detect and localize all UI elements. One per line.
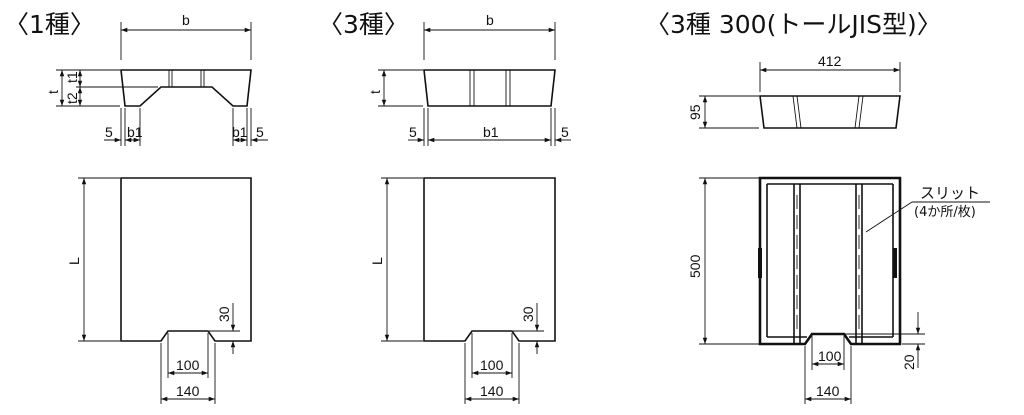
type1-140-label: 140: [176, 383, 200, 399]
type3-300-95-label: 95: [687, 104, 703, 120]
slit-right-mark: [893, 248, 897, 278]
type3-300-section-view: 412 95: [687, 53, 901, 129]
type1-5-right-label: 5: [256, 124, 264, 140]
type3-300-500-label: 500: [687, 254, 703, 278]
slit-label: スリット: [920, 184, 980, 202]
type1-t1-label: t1: [64, 71, 80, 83]
type3-100-label: 100: [480, 357, 504, 373]
type1-b1-right-label: b1: [232, 124, 248, 140]
type1-30-label: 30: [216, 306, 232, 322]
type1-100-label: 100: [176, 357, 200, 373]
type1-b-label: b: [182, 12, 190, 28]
type3-300-20-label: 20: [901, 354, 917, 370]
title-type3-300: 〈3種 300(トールJIS型)〉: [645, 10, 942, 39]
type1-plan-view: L 30 100 140: [66, 177, 252, 404]
type3-L-label: L: [369, 257, 385, 265]
type3-plan-view: L 30 100 140: [369, 177, 556, 404]
type3-30-label: 30: [520, 306, 536, 322]
type3-t-label: t: [367, 90, 383, 94]
type1-t-label: t: [45, 90, 61, 94]
title-type1: 〈1種〉: [4, 10, 95, 39]
type3-300-412-label: 412: [818, 53, 842, 69]
type3-section-view: b t 5 b1 5: [367, 12, 571, 146]
type3-b-label: b: [486, 12, 494, 28]
type1-section-view: b t t1 t2 5 b1 b1 5: [45, 12, 268, 146]
type3-300-plan-view: スリット (4か所/枚) 500 20 100 140: [687, 176, 990, 404]
type1-5-left-label: 5: [105, 124, 113, 140]
slit-note-label: (4か所/枚): [914, 205, 976, 220]
title-type3: 〈3種〉: [318, 10, 409, 39]
slit-left-mark: [758, 248, 762, 278]
type1-b1-left-label: b1: [127, 124, 143, 140]
type3-300-100-label: 100: [818, 348, 842, 364]
type3-140-label: 140: [480, 383, 504, 399]
type3-300-140-label: 140: [816, 383, 840, 399]
type1-t2-label: t2: [64, 92, 80, 104]
type3-b1-label: b1: [483, 124, 499, 140]
type3-5-right-label: 5: [561, 124, 569, 140]
type1-L-label: L: [66, 257, 82, 265]
type3-5-left-label: 5: [409, 124, 417, 140]
